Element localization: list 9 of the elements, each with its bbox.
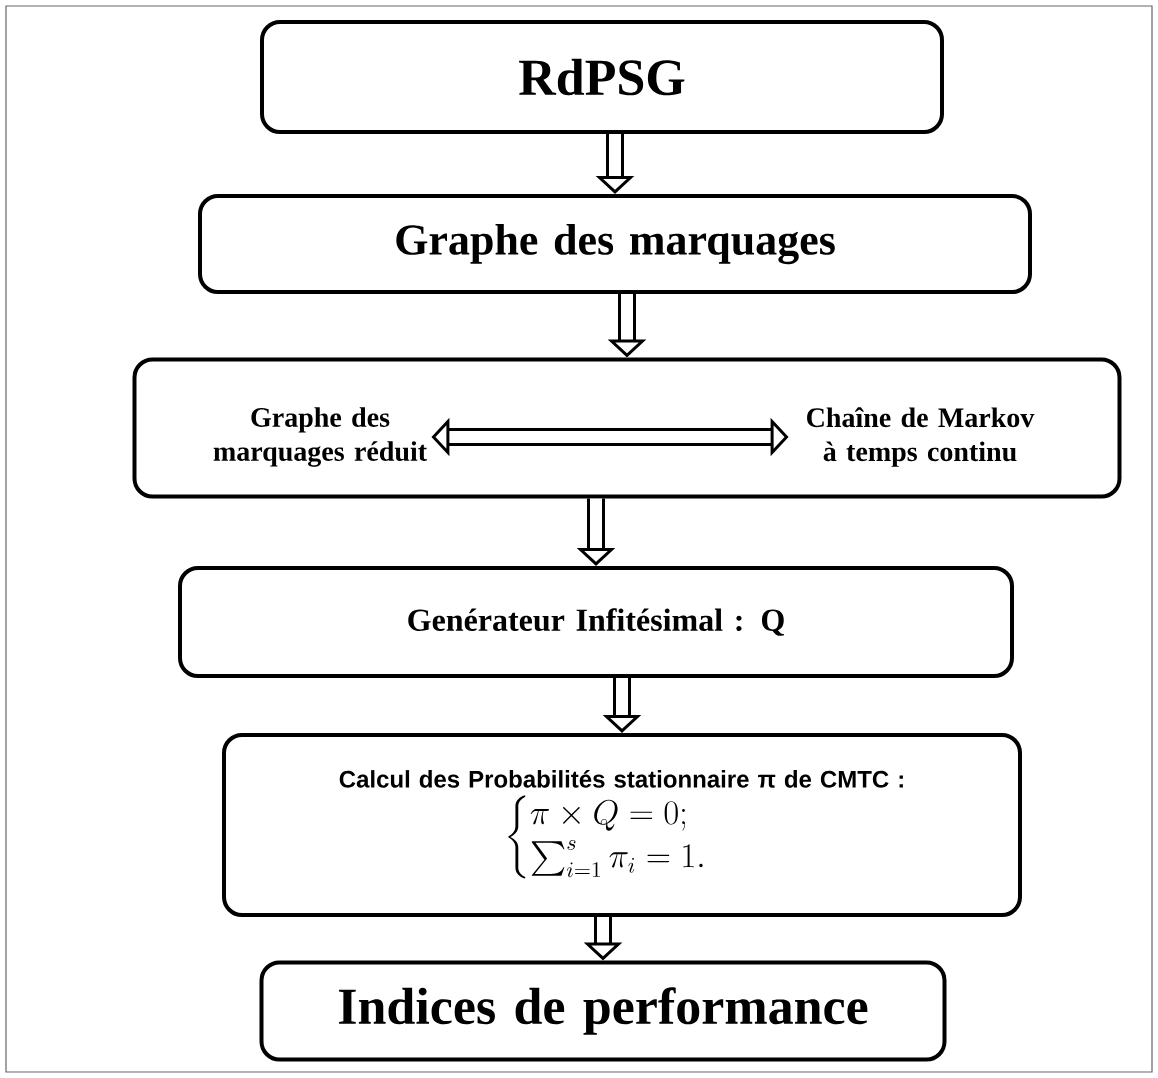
- label-text: Chaîne de Markov à temps continu: [807, 407, 1035, 467]
- process-box: Graphe des marquages: [198, 194, 1032, 294]
- hollow-arrow: [431, 417, 789, 457]
- process-box: RdPSG: [260, 20, 944, 134]
- process-box: Calcul des Probabilités stationnaire π de CMTC : $\begin{cases} \pi \times Q = 0; \\ \sum_{i=1}^{s} \pi_i = 1. \end{cases}$: [222, 733, 1022, 917]
- label-text: Graphe des marquages réduit: [213, 407, 427, 467]
- process-box: Genérateur Infitésimal : Q: [178, 566, 1014, 678]
- process-box: [132, 357, 1122, 499]
- process-box: Indices de performance: [259, 960, 947, 1062]
